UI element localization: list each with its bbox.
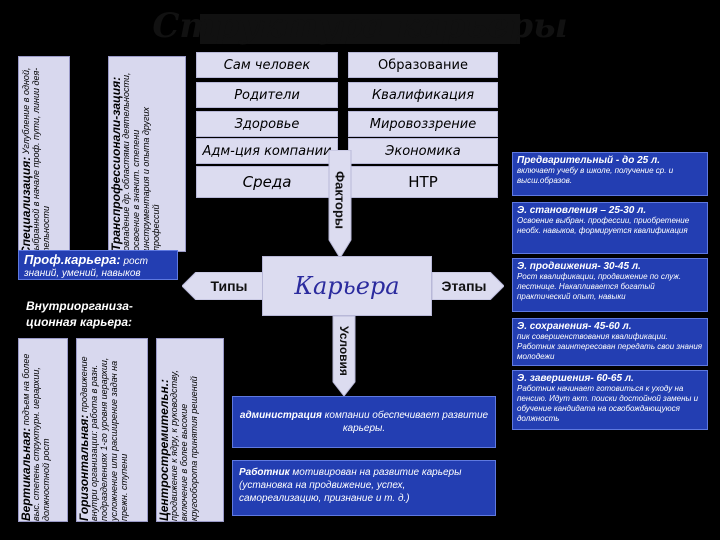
- factor-parents: Родители: [196, 82, 338, 108]
- admin-bold: администрация: [239, 410, 322, 421]
- worker-box: Работник мотивирован на развитие карьеры…: [232, 460, 496, 516]
- factor-economy: Экономика: [348, 138, 498, 164]
- worker-bold: Работник: [239, 467, 290, 478]
- career-center: Карьера: [262, 256, 432, 316]
- horizontal-box: Горизонтальная: продвижение внутри орган…: [76, 338, 148, 522]
- stage-advancement: Э. продвижения- 30-45 л. Рост квалификац…: [512, 258, 708, 312]
- stage-text: Освоение выбран. профессии, приобретение…: [517, 216, 690, 235]
- specialization-box: Специализация: Углубление в одной, выбра…: [18, 56, 70, 256]
- admin-box: администрация компании обеспечивает разв…: [232, 396, 496, 448]
- stage-title: Э. сохранения- 45-60 л.: [517, 321, 632, 332]
- stage-text: Рост квалификации, продвижение по служ. …: [517, 272, 682, 301]
- stage-text: пик совершенствования квалификации. Рабо…: [517, 332, 703, 361]
- factors-label-wrap: Факторы: [326, 150, 354, 250]
- stage-text: Работник начинает готовиться к уходу на …: [517, 384, 699, 423]
- stage-title: Предварительный - до 25 л.: [517, 155, 660, 166]
- vertical-box: Вертикальная: подъем на более выс. степе…: [18, 338, 68, 522]
- factor-self: Сам человек: [196, 52, 338, 78]
- types-label: Типы: [210, 278, 248, 294]
- stage-completion: Э. завершения- 60-65 л. Работник начинае…: [512, 370, 708, 430]
- prof-career-title: Проф.карьера:: [24, 252, 121, 267]
- conditions-arrow: [332, 316, 356, 396]
- title-bar: [200, 14, 520, 44]
- horizontal-content: Горизонтальная: продвижение внутри орган…: [77, 339, 131, 523]
- prof-career-text: рост знаний, умений, навыков: [24, 256, 148, 279]
- worker-rest: мотивирован на развитие карьеры (установ…: [239, 467, 462, 504]
- factor-health: Здоровье: [196, 111, 338, 137]
- factor-qualification: Квалификация: [348, 82, 498, 108]
- stage-title: Э. завершения- 60-65 л.: [517, 373, 634, 384]
- admin-rest: компании обеспечивает развитие карьеры.: [321, 410, 489, 434]
- page-title: Структура карьеры: [152, 6, 568, 46]
- specialization-content: Специализация: Углубление в одной, выбра…: [19, 57, 53, 257]
- stage-title: Э. продвижения- 30-45 л.: [517, 261, 641, 272]
- factor-worldview: Мировоззрение: [348, 111, 498, 137]
- factor-environment: Среда: [196, 166, 338, 198]
- admin-text-wrap: администрация компании обеспечивает разв…: [239, 409, 489, 435]
- conditions-label-wrap: Условия: [330, 318, 358, 384]
- stage-title: Э. становления – 25-30 л.: [517, 205, 647, 216]
- centripetal-box: Центростремительн.: продвижение к ядру, …: [156, 338, 224, 522]
- factors-arrow: [328, 150, 352, 259]
- stage-text: включает учебу в школе, получение ср. и …: [517, 166, 674, 185]
- stages-arrow: [432, 272, 504, 300]
- conditions-label: Условия: [337, 326, 351, 376]
- stage-preservation: Э. сохранения- 45-60 л. пик совершенство…: [512, 318, 708, 366]
- factor-admin: Адм-ция компании: [196, 138, 338, 164]
- factors-label: Факторы: [332, 170, 348, 229]
- intra-career-label: Внутриорганиза-ционная карьера:: [18, 296, 154, 332]
- transprof-text: овладение др. областями деятельности, ос…: [121, 72, 161, 251]
- vertical-content: Вертикальная: подъем на более выс. степе…: [19, 339, 53, 523]
- stage-preliminary: Предварительный - до 25 л. включает учеб…: [512, 152, 708, 196]
- stage-formation: Э. становления – 25-30 л. Освоение выбра…: [512, 202, 708, 254]
- transprof-content: Транспрофессионали-зация: овладение др. …: [109, 57, 163, 253]
- types-arrow: [182, 272, 264, 300]
- factor-ntr: НТР: [348, 166, 498, 198]
- stages-label: Этапы: [441, 278, 487, 294]
- centripetal-content: Центростремительн.: продвижение к ядру, …: [157, 339, 201, 523]
- transprof-box: Транспрофессионали-зация: овладение др. …: [108, 56, 186, 252]
- prof-career-box: Проф.карьера: рост знаний, умений, навык…: [18, 250, 178, 280]
- centripetal-text: продвижение к ядру, к руководству, включ…: [169, 370, 199, 521]
- factor-education: Образование: [348, 52, 498, 78]
